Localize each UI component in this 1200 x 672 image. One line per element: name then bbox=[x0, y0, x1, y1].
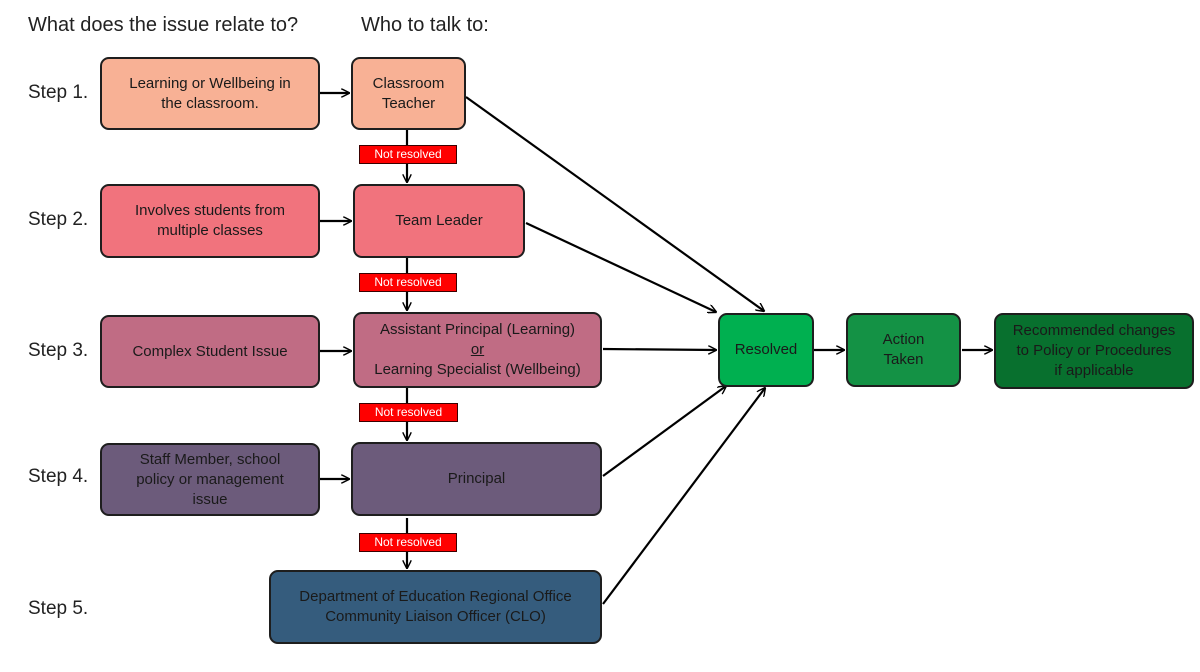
step-5-label: Step 5. bbox=[28, 598, 89, 619]
not-resolved-tag-1: Not resolved bbox=[359, 145, 457, 164]
outcome-line: to Policy or Procedures bbox=[1016, 342, 1172, 359]
contact-box-team-leader: Team Leader bbox=[353, 184, 525, 258]
step-4-label: Step 4. bbox=[28, 466, 89, 487]
contact-line: Department of Education Regional Office bbox=[299, 588, 572, 605]
issue-line: policy or management bbox=[136, 470, 284, 488]
arrow-teacher-to-resolved bbox=[465, 96, 764, 311]
outcome-line: Resolved bbox=[734, 341, 798, 358]
contact-column-header: Who to talk to: bbox=[361, 14, 489, 36]
contact-line: Principal bbox=[447, 470, 506, 487]
step-3-label: Step 3. bbox=[28, 340, 89, 361]
not-resolved-tag-4: Not resolved bbox=[359, 533, 457, 552]
issue-line: Complex Student Issue bbox=[132, 342, 288, 360]
arrow-principal-to-resolved bbox=[602, 386, 726, 477]
not-resolved-tag-3: Not resolved bbox=[359, 403, 458, 422]
arrow-team-leader-to-resolved bbox=[525, 222, 716, 312]
contact-box-department-clo: Department of Education Regional Office … bbox=[269, 570, 602, 644]
outcome-box-recommended-changes: Recommended changes to Policy or Procedu… bbox=[994, 313, 1194, 389]
or-separator: or bbox=[470, 341, 485, 358]
issue-box-classroom: Learning or Wellbeing in the classroom. bbox=[100, 57, 320, 130]
step-2-label: Step 2. bbox=[28, 209, 89, 230]
issue-line: Staff Member, school bbox=[139, 450, 281, 468]
contact-line: Community Liaison Officer (CLO) bbox=[325, 608, 546, 625]
issue-line: Involves students from bbox=[134, 202, 286, 219]
contact-line: Learning Specialist (Wellbeing) bbox=[374, 361, 581, 378]
issue-line: the classroom. bbox=[161, 94, 259, 112]
outcome-box-action-taken: Action Taken bbox=[846, 313, 961, 387]
issue-line: multiple classes bbox=[157, 222, 263, 239]
issue-box-complex: Complex Student Issue bbox=[100, 315, 320, 388]
contact-line: Teacher bbox=[381, 94, 436, 112]
arrow-assistant-to-resolved bbox=[602, 349, 716, 350]
issue-line: Learning or Wellbeing in bbox=[129, 74, 291, 92]
contact-line: Assistant Principal (Learning) bbox=[379, 321, 576, 338]
outcome-line: if applicable bbox=[1054, 362, 1134, 379]
contact-box-assistant-principal: Assistant Principal (Learning) or Learni… bbox=[353, 312, 602, 388]
contact-box-classroom-teacher: Classroom Teacher bbox=[351, 57, 466, 130]
issue-box-staff: Staff Member, school policy or managemen… bbox=[100, 443, 320, 516]
contact-line: Classroom bbox=[372, 74, 445, 92]
outcome-box-resolved: Resolved bbox=[718, 313, 814, 387]
arrow-department-to-resolved bbox=[602, 388, 765, 605]
issue-column-header: What does the issue relate to? bbox=[28, 14, 299, 36]
issue-line: issue bbox=[192, 490, 228, 508]
issue-box-multiple-classes: Involves students from multiple classes bbox=[100, 184, 320, 258]
contact-box-principal: Principal bbox=[351, 442, 602, 516]
step-1-label: Step 1. bbox=[28, 82, 89, 103]
outcome-line: Action bbox=[882, 331, 925, 348]
contact-line: Team Leader bbox=[395, 212, 483, 229]
outcome-line: Taken bbox=[883, 351, 924, 368]
not-resolved-tag-2: Not resolved bbox=[359, 273, 457, 292]
outcome-line: Recommended changes bbox=[1012, 322, 1176, 339]
